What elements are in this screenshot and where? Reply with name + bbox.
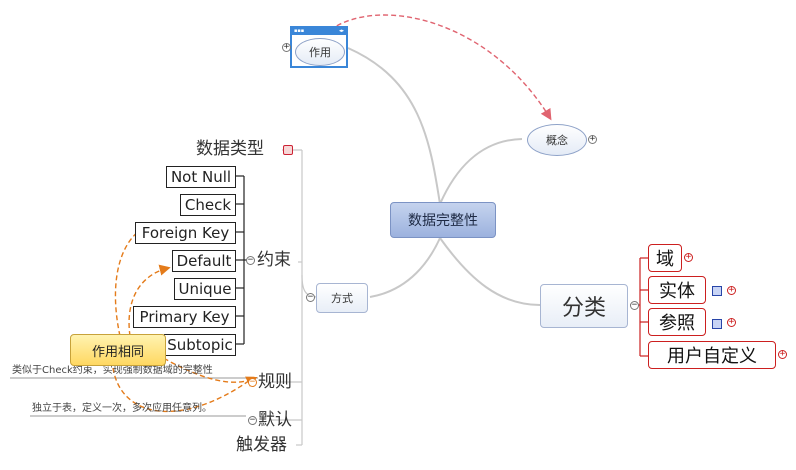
collapse-yueshu-icon[interactable]: − — [246, 255, 255, 265]
constraint-default[interactable]: Default — [172, 250, 236, 272]
branch-fenlei — [439, 237, 541, 306]
constraint-label: Not Null — [170, 168, 232, 186]
window-dots-icon: ▪▪▪ — [294, 28, 305, 34]
constraint-foreign-key[interactable]: Foreign Key — [135, 222, 236, 244]
topic-fangshi[interactable]: 方式 — [316, 283, 368, 313]
category-shiti[interactable]: 实体 — [648, 276, 706, 304]
relationship-callout-default — [128, 264, 171, 337]
category-yu[interactable]: 域 — [648, 244, 682, 272]
category-label: 域 — [656, 249, 674, 270]
branch-gainian — [439, 138, 523, 205]
central-topic[interactable]: 数据完整性 — [390, 202, 496, 238]
constraint-label: Foreign Key — [141, 224, 230, 242]
constraint-label: Default — [176, 252, 232, 270]
subtopic-moren-label: 默认 — [258, 410, 292, 430]
topic-gainian-label: 概念 — [546, 134, 568, 147]
category-label: 实体 — [659, 281, 695, 302]
collapse-fenlei-icon[interactable]: − — [630, 300, 639, 310]
expand-canzhao-icon[interactable]: + — [727, 317, 736, 327]
constraint-unique[interactable]: Unique — [174, 278, 236, 300]
topic-zuoyong-label: 作用 — [309, 46, 331, 59]
subtopic-shujuleixing[interactable]: 数据类型 — [196, 141, 264, 158]
relationship-zuoyong-gainian — [329, 14, 552, 121]
attachment-icon[interactable] — [712, 319, 722, 329]
subtopic-chufaqi[interactable]: 触发器 — [236, 437, 287, 454]
note-moren: 独立于表，定义一次，多次应用任意列。 — [32, 404, 212, 414]
callout-label: 作用相同 — [91, 344, 144, 360]
constraint-label: Unique — [178, 280, 232, 298]
category-yonghuzidingyi[interactable]: 用户自定义 — [648, 341, 776, 369]
constraint-check[interactable]: Check — [180, 194, 236, 216]
collapse-fangshi-icon[interactable]: − — [306, 292, 315, 302]
relationship-guize — [149, 349, 258, 387]
collapse-guize-icon[interactable]: − — [248, 377, 257, 387]
constraint-label: Check — [184, 196, 232, 214]
constraint-subtopic[interactable]: Subtopic — [164, 334, 236, 356]
note-guize: 类似于Check约束，实现强制数据域的完整性 — [12, 366, 213, 376]
constraint-label: Subtopic — [167, 336, 233, 354]
topic-fenlei[interactable]: 分类 — [540, 284, 628, 328]
constraint-not-null[interactable]: Not Null — [166, 166, 236, 188]
category-label: 用户自定义 — [667, 346, 757, 367]
category-label: 参照 — [659, 313, 695, 334]
note-guize-text: 类似于Check约束，实现强制数据域的完整性 — [12, 365, 213, 376]
subtopic-yueshu-label: 约束 — [257, 250, 291, 270]
collapse-moren-icon[interactable]: − — [248, 415, 257, 425]
note-icon[interactable] — [283, 145, 293, 155]
branch-fangshi — [369, 237, 441, 298]
topic-gainian[interactable]: 概念 — [527, 124, 587, 156]
expand-yonghuzidingyi-icon[interactable]: + — [778, 349, 787, 359]
branch-zuoyong — [347, 47, 441, 205]
category-canzhao[interactable]: 参照 — [648, 308, 706, 336]
attachment-icon[interactable] — [712, 286, 722, 296]
subtopic-guize-label: 规则 — [258, 372, 292, 392]
topic-fenlei-label: 分类 — [561, 296, 606, 321]
relationship-guize-2 — [111, 351, 251, 413]
expand-shiti-icon[interactable]: + — [727, 285, 736, 295]
topic-zuoyong-frame[interactable]: ▪▪▪ ◂▸ 作用 — [290, 26, 348, 68]
subtopic-yueshu[interactable]: 约束 — [257, 252, 291, 269]
constraint-primary-key[interactable]: Primary Key — [133, 306, 236, 328]
subtopic-guize[interactable]: 规则 — [258, 374, 292, 391]
constraint-label: Primary Key — [139, 308, 230, 326]
topic-fangshi-label: 方式 — [331, 292, 353, 305]
central-topic-label: 数据完整性 — [408, 213, 478, 229]
callout-zuoyongxiangtong[interactable]: 作用相同 — [70, 334, 166, 366]
expand-zuoyong-icon[interactable]: + — [282, 42, 291, 52]
expand-yu-icon[interactable]: + — [684, 252, 693, 262]
expand-gainian-icon[interactable]: + — [588, 134, 597, 144]
subtopic-shujuleixing-label: 数据类型 — [196, 139, 264, 159]
subtopic-moren[interactable]: 默认 — [258, 412, 292, 429]
note-moren-text: 独立于表，定义一次，多次应用任意列。 — [32, 403, 212, 414]
topic-zuoyong[interactable]: 作用 — [295, 38, 345, 66]
subtopic-chufaqi-label: 触发器 — [236, 435, 287, 455]
window-titlebar: ▪▪▪ ◂▸ — [292, 28, 346, 35]
window-controls-icon[interactable]: ◂▸ — [338, 28, 344, 34]
